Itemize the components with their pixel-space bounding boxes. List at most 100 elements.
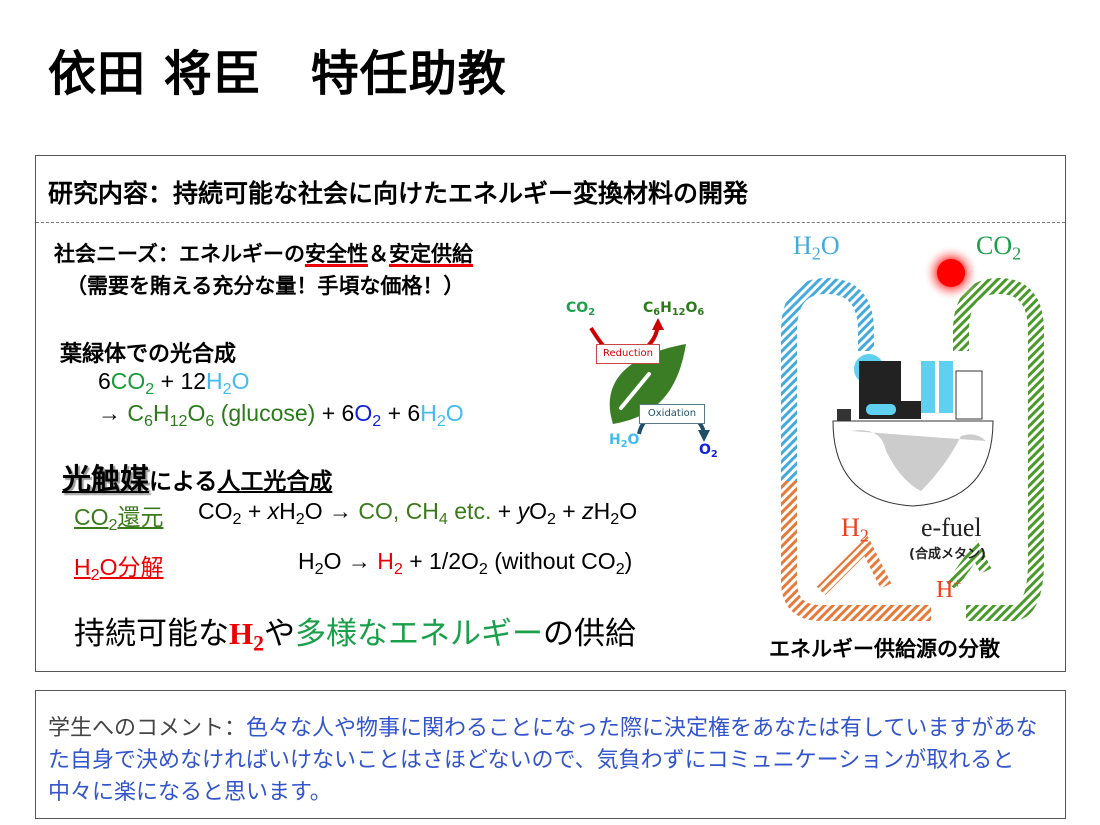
subscript: 6 <box>697 306 705 318</box>
subscript: 2 <box>295 509 305 528</box>
text-segment: CO <box>110 368 146 394</box>
subscript: 2 <box>615 559 625 578</box>
by-text: による <box>149 469 218 495</box>
text-segment: H <box>660 300 672 316</box>
cycle-h2: H2 <box>841 513 869 546</box>
needs-paren: （需要を賄える充分な量！手頃な価格！） <box>66 274 465 298</box>
subscript: 2 <box>108 515 118 534</box>
photosynthesis-eq2: → C6H12O6 (glucose) + 6O2 + 6H2O <box>98 400 464 430</box>
efuel-note: (合成メタン) <box>909 547 986 562</box>
text-segment: の供給 <box>542 616 636 652</box>
h2o-splitting-label: H2O分解 <box>74 548 164 584</box>
h2o-splitting-eq: H2O → H2 + 1/2O2 (without CO2) <box>298 548 633 578</box>
subscript: 2 <box>253 631 264 656</box>
text-segment: 6 <box>98 368 111 394</box>
text-segment: H <box>229 616 254 651</box>
social-needs: 社会ニーズ：エネルギーの安全性＆安定供給 <box>54 238 473 268</box>
text-segment: CO <box>74 504 109 530</box>
subscript: 2 <box>546 509 556 528</box>
subscript: 12 <box>169 411 188 430</box>
energy-cycle-diagram: H2O CO2 H2 H+ e-fuel (合成メタン) エネルギー供給源の分散 <box>769 231 1066 671</box>
leaf-h2o: H2O <box>609 432 640 450</box>
subscript: 2 <box>393 559 403 578</box>
text-segment: O → <box>304 498 359 524</box>
leaf-glucose: C6H12O6 <box>643 300 705 318</box>
student-comment: 学生へのコメント：色々な人や物事に関わることになった際に決定権をあなたは有してい… <box>48 713 1048 809</box>
leaf-co2: CO2 <box>566 300 596 318</box>
photocatalyst-heading: 光触媒による人工光合成 <box>62 456 332 498</box>
text-segment: + 6 <box>381 400 421 426</box>
subscript: 2 <box>610 509 620 528</box>
photosynthesis-eq1: 6CO2 + 12H2O <box>98 368 250 398</box>
oxidation-label: Oxidation <box>639 404 705 424</box>
text-segment: O <box>354 400 373 426</box>
text-segment: H <box>279 498 296 524</box>
text-segment: (without CO <box>487 548 616 574</box>
cycle-h2o: H2O <box>793 231 840 264</box>
text-segment: 持続可能な <box>74 616 229 652</box>
subscript: 2 <box>436 411 446 430</box>
photocatalyst-text: 光触媒 <box>62 462 150 496</box>
text-segment: O分解 <box>99 554 164 580</box>
subscript: 2 <box>145 379 155 398</box>
comment-panel: 学生へのコメント：色々な人や物事に関わることになった際に決定権をあなたは有してい… <box>35 690 1066 819</box>
needs-amp: ＆ <box>367 242 389 266</box>
text-segment: + <box>491 498 518 524</box>
leaf-diagram: CO2 C6H12O6 Reduction Oxidation H2O O2 <box>561 296 761 466</box>
text-segment: CO, CH <box>358 498 439 524</box>
needs-text: 社会ニーズ：エネルギーの <box>54 242 305 266</box>
text-segment: x <box>267 498 280 524</box>
subscript: 2 <box>372 411 382 430</box>
text-segment: H <box>377 548 394 574</box>
research-heading: 研究内容：持続可能な社会に向けたエネルギー変換材料の開発 <box>48 179 749 208</box>
text-segment: (glucose) <box>214 400 316 426</box>
needs-safety: 安全性 <box>304 242 368 266</box>
text-segment: H <box>593 498 611 524</box>
text-segment: z <box>582 498 594 524</box>
text-segment: + 6 <box>315 400 355 426</box>
text-segment: → <box>98 400 128 426</box>
page-title: 依田 将臣 特任助教 <box>48 46 507 102</box>
text-segment: H <box>420 400 437 426</box>
subscript: 2 <box>222 379 232 398</box>
comment-text: 色々な人や物事に関わることになった際に決定権をあなたは有していますがあなた自身で… <box>48 716 1038 805</box>
text-segment: CO <box>198 498 233 524</box>
divider <box>36 222 1065 223</box>
text-segment: O <box>529 498 547 524</box>
text-segment: や <box>263 616 295 652</box>
subscript: 6 <box>653 306 661 318</box>
subscript: 6 <box>205 411 215 430</box>
text-segment: y <box>517 498 530 524</box>
efuel-label: e-fuel <box>921 513 982 542</box>
text-segment: etc. <box>447 498 492 524</box>
text-segment: ) <box>624 548 633 574</box>
research-panel: 研究内容：持続可能な社会に向けたエネルギー変換材料の開発 社会ニーズ：エネルギー… <box>35 155 1066 672</box>
text-segment: O <box>619 498 638 524</box>
sustainable-supply: 持続可能なH2や多様なエネルギーの供給 <box>74 608 636 656</box>
text-segment: C <box>127 400 145 426</box>
subscript: 2 <box>478 559 488 578</box>
text-segment: H <box>74 554 91 580</box>
leaf-o2: O2 <box>699 442 718 460</box>
co2-reduction-label: CO2還元 <box>74 498 163 534</box>
subscript: 2 <box>232 509 242 528</box>
subscript: 2 <box>314 559 324 578</box>
text-segment: O <box>187 400 206 426</box>
text-segment: + <box>555 498 583 524</box>
text-segment: 多様なエネルギー <box>294 616 543 652</box>
subscript: 2 <box>90 565 100 584</box>
text-segment: O <box>685 300 698 316</box>
text-segment: H <box>206 368 223 394</box>
text-segment: + 1/2O <box>402 548 479 574</box>
needs-stable-supply: 安定供給 <box>388 242 473 266</box>
text-segment: H <box>152 400 170 426</box>
energy-caption: エネルギー供給源の分散 <box>769 637 1000 661</box>
leaf-icon <box>589 318 710 442</box>
subscript: 6 <box>144 411 153 430</box>
cycle-hplus: H+ <box>936 576 962 603</box>
subscript: 4 <box>438 509 448 528</box>
subscript: 12 <box>671 306 686 318</box>
comment-label: 学生へのコメント： <box>48 716 247 741</box>
text-segment: + 12 <box>154 368 207 394</box>
text-segment: O <box>445 400 464 426</box>
